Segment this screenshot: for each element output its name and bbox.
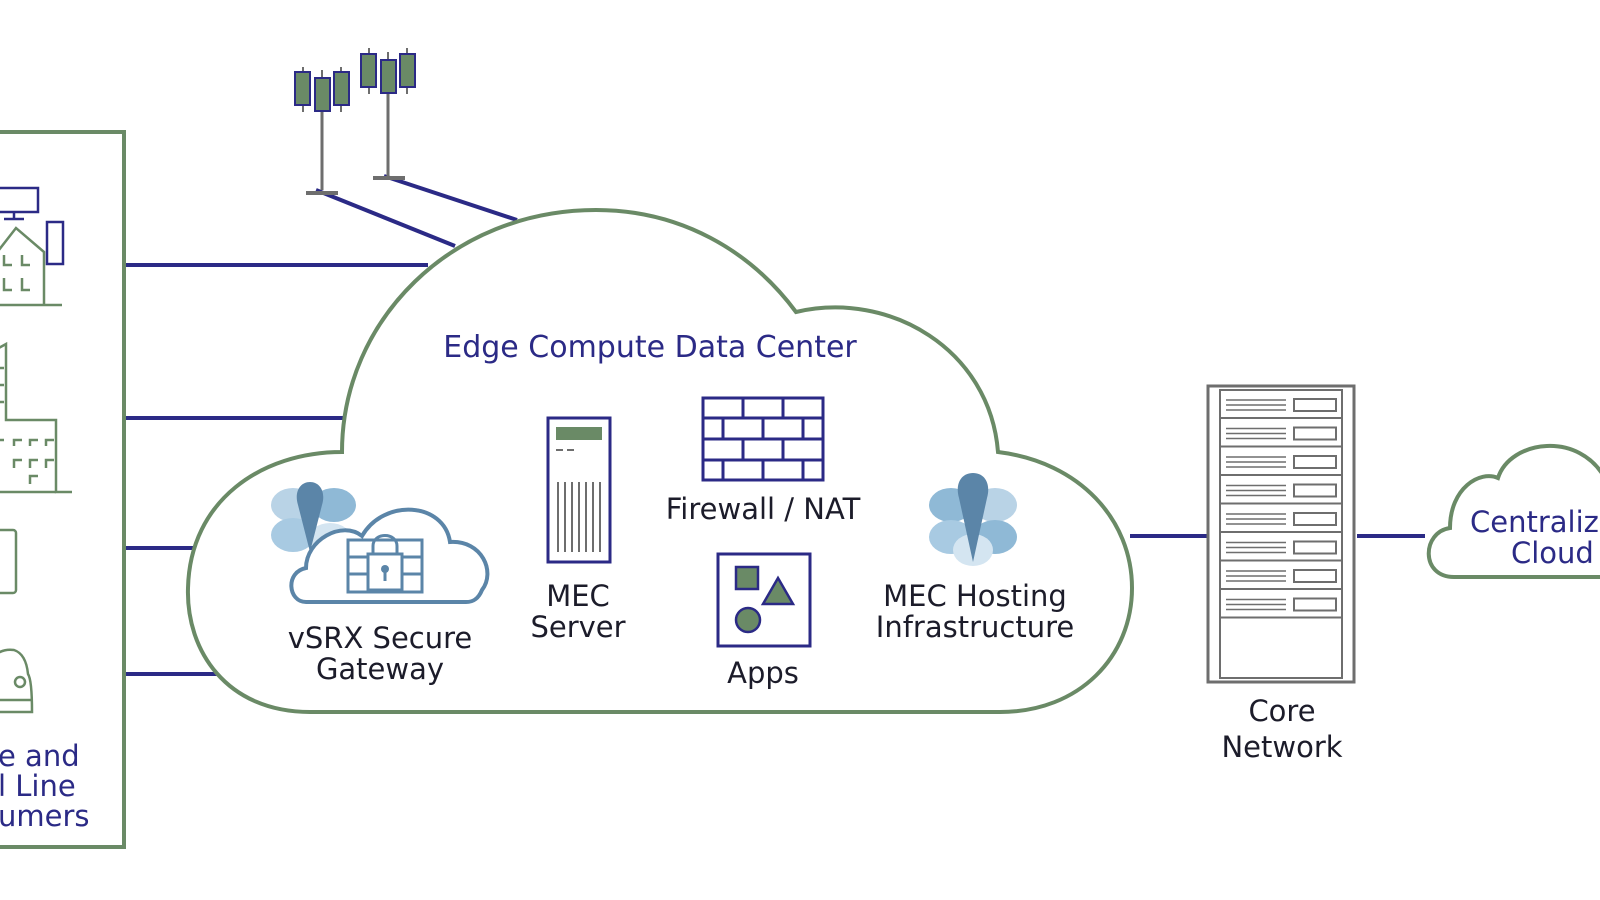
mec-server-label-line2: Server xyxy=(530,610,625,644)
server-rack-icon xyxy=(1206,384,1356,684)
rack-units xyxy=(1220,398,1342,619)
tower-right xyxy=(360,48,416,180)
mec-hosting-label-line1: MEC Hosting xyxy=(883,579,1067,613)
rack-unit xyxy=(1220,455,1342,476)
consumers-panel: e and l Line umers xyxy=(0,130,126,849)
consumers-box xyxy=(0,130,126,849)
firewall-label: Firewall / NAT xyxy=(666,492,861,526)
rack-unit xyxy=(1220,540,1342,562)
rack-unit xyxy=(1220,512,1342,533)
server-tower-icon xyxy=(546,416,612,564)
rack-unit xyxy=(1220,597,1342,619)
rack-unit xyxy=(1220,483,1342,505)
rack-unit xyxy=(1220,398,1342,419)
office-building-icon xyxy=(0,341,72,494)
tablet-icon xyxy=(0,528,18,595)
core-network-label-line1: Core xyxy=(1248,694,1315,728)
brick-firewall-icon xyxy=(701,396,825,482)
phone-icon xyxy=(45,220,65,266)
central-cloud-label-line2: Cloud xyxy=(1511,536,1594,570)
apps-label: Apps xyxy=(727,656,799,690)
line-tower1-to-cloud xyxy=(315,188,456,248)
centralized-cloud xyxy=(1426,443,1600,579)
tv-icon xyxy=(0,186,40,221)
consumers-label-line2: l Line xyxy=(0,769,76,803)
central-cloud-label-line1: Centraliz xyxy=(1470,505,1599,539)
rack-unit xyxy=(1220,569,1342,590)
core-network-label-line2: Network xyxy=(1221,730,1342,764)
rack-unit xyxy=(1220,426,1342,448)
car-icon xyxy=(0,648,34,714)
cloud-lock-firewall-icon xyxy=(271,482,490,604)
connection-lines xyxy=(124,174,1425,676)
mec-server-label-line1: MEC xyxy=(546,579,610,613)
vsrx-label-line1: vSRX Secure xyxy=(288,621,473,655)
vsrx-label-line2: Gateway xyxy=(316,652,444,686)
cloud-title: Edge Compute Data Center xyxy=(443,330,857,365)
apps-shapes-icon xyxy=(716,552,812,648)
cell-tower-icon xyxy=(294,48,416,195)
petal-pin-icon xyxy=(929,473,1017,566)
consumers-label-line3: umers xyxy=(0,799,90,833)
line-tower2-to-cloud xyxy=(383,174,518,222)
consumers-label-line1: e and xyxy=(0,739,80,773)
house-icon xyxy=(0,226,62,307)
tower-left xyxy=(294,67,350,195)
mec-hosting-label-line2: Infrastructure xyxy=(876,610,1074,644)
